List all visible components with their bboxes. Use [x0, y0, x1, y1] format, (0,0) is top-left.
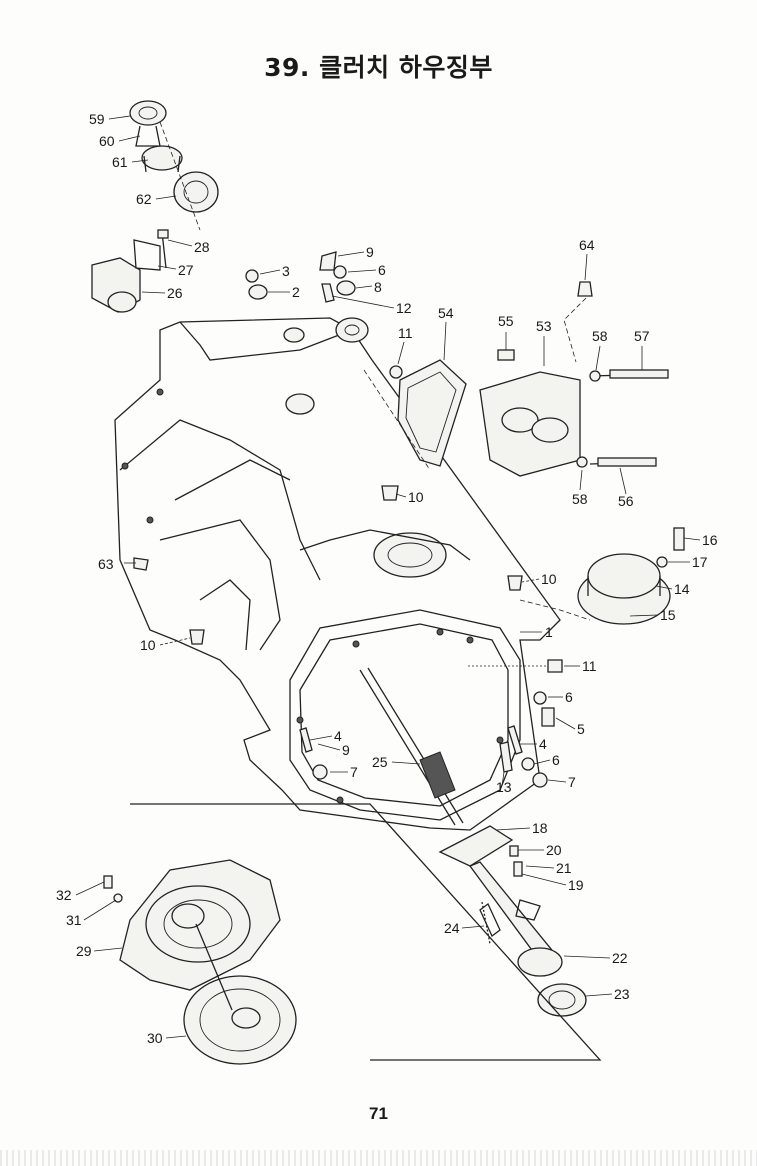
callout-60: 60 [99, 133, 115, 149]
callout-12: 12 [396, 300, 412, 316]
callout-16: 16 [702, 532, 718, 548]
callout-55: 55 [498, 313, 514, 329]
side-cover-group [363, 281, 669, 477]
callout-11: 11 [398, 325, 413, 341]
callout-4: 4 [539, 736, 547, 752]
clutch-cover-group [103, 803, 602, 1065]
callout-27: 27 [178, 262, 194, 278]
clutch-housing [114, 317, 561, 831]
callout-10: 10 [541, 571, 557, 587]
callout-61: 61 [112, 154, 128, 170]
callout-13: 13 [496, 779, 512, 795]
callout-57: 57 [634, 328, 650, 344]
callout-58: 58 [572, 491, 588, 507]
callout-11: 11 [582, 658, 597, 674]
callout-labels: 59 60 61 62 28 27 26 3 2 9 6 8 12 64 11 … [56, 111, 718, 1046]
callout-19: 19 [568, 877, 584, 893]
callout-29: 29 [76, 943, 92, 959]
callout-23: 23 [614, 986, 630, 1002]
input-shaft-group [129, 100, 219, 231]
callout-22: 22 [612, 950, 628, 966]
callout-26: 26 [167, 285, 183, 301]
fasteners [133, 251, 563, 788]
callout-21: 21 [556, 860, 572, 876]
callout-6: 6 [378, 262, 386, 278]
callout-14: 14 [674, 581, 690, 597]
release-bearing-group [438, 825, 587, 1017]
callout-59: 59 [89, 111, 105, 127]
page-number: 71 [369, 1104, 388, 1123]
callout-58: 58 [592, 328, 608, 344]
callout-64: 64 [579, 237, 595, 253]
callout-32: 32 [56, 887, 72, 903]
callout-56: 56 [618, 493, 634, 509]
callout-2: 2 [292, 284, 300, 300]
callout-30: 30 [147, 1030, 163, 1046]
callout-7: 7 [568, 774, 576, 790]
callout-10: 10 [140, 637, 156, 653]
callout-9: 9 [342, 742, 350, 758]
callout-25: 25 [372, 754, 388, 770]
scan-edge [0, 1150, 757, 1166]
callout-28: 28 [194, 239, 210, 255]
pivot-bracket-group [91, 229, 169, 313]
callout-17: 17 [692, 554, 708, 570]
callout-1: 1 [545, 624, 553, 640]
inspection-cover-group [519, 527, 685, 625]
callout-5: 5 [577, 721, 585, 737]
callout-63: 63 [98, 556, 114, 572]
callout-7: 7 [350, 764, 358, 780]
callout-20: 20 [546, 842, 562, 858]
callout-62: 62 [136, 191, 152, 207]
leader-lines [75, 115, 701, 1039]
callout-9: 9 [366, 244, 374, 260]
callout-53: 53 [536, 318, 552, 334]
page-title: 39. 클러치 하우징부 [264, 53, 493, 82]
callout-8: 8 [374, 279, 382, 295]
callout-15: 15 [660, 607, 676, 623]
callout-18: 18 [532, 820, 548, 836]
callout-4: 4 [334, 728, 342, 744]
callout-10: 10 [408, 489, 424, 505]
callout-54: 54 [438, 305, 454, 321]
callout-31: 31 [66, 912, 82, 928]
callout-6: 6 [565, 689, 573, 705]
callout-6: 6 [552, 752, 560, 768]
callout-3: 3 [282, 263, 290, 279]
callout-24: 24 [444, 920, 460, 936]
